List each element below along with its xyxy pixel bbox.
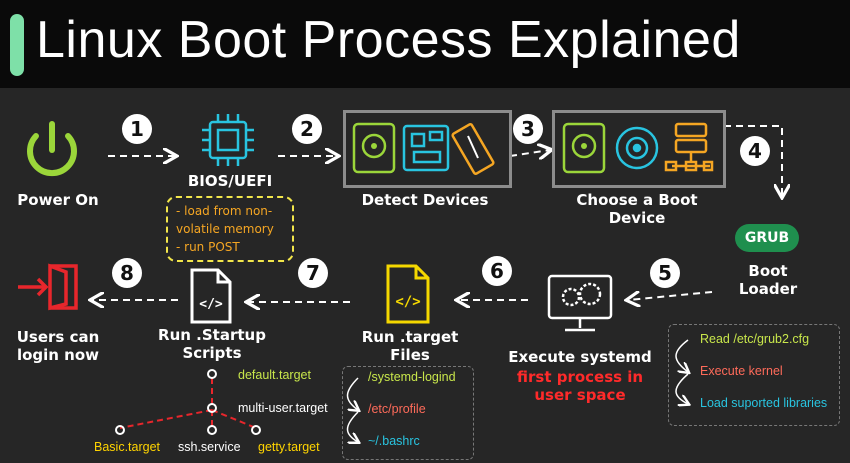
title-bar: Linux Boot Process Explained — [0, 0, 850, 88]
boot-loader-label: Boot Loader — [730, 262, 806, 298]
accent-bar — [10, 14, 24, 76]
users-line: Users can — [16, 328, 100, 346]
step-number-4: 4 — [740, 136, 770, 166]
ram-stick-icon — [451, 123, 495, 175]
grub-step: Load suported libraries — [700, 396, 828, 410]
run-target-line: Files — [390, 346, 430, 364]
power-on-label: Power On — [17, 191, 99, 209]
first-process-note: first process in user space — [505, 368, 655, 404]
users-can-login-label: Users can login now — [8, 328, 108, 364]
tree-ssh-service: ssh.service — [178, 440, 241, 454]
bios-label: BIOS/UEFI — [187, 172, 273, 190]
choose-boot-device-box — [552, 110, 726, 188]
step-number-1: 1 — [122, 114, 152, 144]
target-steps-panel — [342, 366, 474, 460]
boot-loader-line: Loader — [738, 280, 798, 298]
script-file-icon: </> — [190, 268, 232, 324]
hard-drive-icon — [352, 122, 396, 174]
bios-note-line: - load from non- — [176, 204, 273, 218]
grub-step: Read /etc/grub2.cfg — [700, 332, 810, 346]
choose-boot-device-label: Choose a Boot Device — [560, 191, 714, 227]
bios-note-line: - run POST — [176, 240, 240, 254]
devices-icon — [352, 122, 495, 175]
target-tree-nodes — [115, 369, 261, 435]
arrow-3 — [509, 150, 550, 156]
choose-boot-line: Choose a Boot — [576, 191, 698, 209]
boot-media-icon — [562, 122, 714, 174]
boot-loader-line: Boot — [748, 262, 788, 280]
page-title: Linux Boot Process Explained — [36, 11, 741, 69]
target-tree-edges — [119, 378, 257, 429]
detect-devices-box — [343, 110, 512, 188]
step-number-8: 8 — [112, 258, 142, 288]
svg-text:</>: </> — [395, 294, 420, 310]
step-number-5: 5 — [650, 258, 680, 288]
login-door-icon — [18, 263, 78, 311]
disk-drive-icon — [562, 122, 606, 174]
target-file-icon: </> — [386, 264, 430, 324]
step-number-7: 7 — [298, 258, 328, 288]
grub-steps-panel — [668, 324, 840, 426]
run-startup-line: Scripts — [182, 344, 242, 362]
step-number-6: 6 — [482, 256, 512, 286]
tree-default-target: default.target — [238, 368, 311, 382]
run-target-files-label: Run .target Files — [350, 328, 470, 364]
bios-notes: - load from non- volatile memory - run P… — [166, 196, 294, 262]
cd-icon — [615, 126, 659, 170]
tree-getty-target: getty.target — [258, 440, 320, 454]
target-step: ~/.bashrc — [368, 434, 420, 448]
motherboard-icon — [402, 124, 450, 172]
grub-icon: GRUB — [735, 224, 799, 252]
bios-note-line: volatile memory — [176, 222, 274, 236]
run-startup-scripts-label: Run .Startup Scripts — [150, 326, 274, 362]
power-icon — [27, 121, 77, 177]
tree-basic-target: Basic.target — [94, 440, 161, 454]
detect-devices-label: Detect Devices — [361, 191, 489, 209]
first-process-line: user space — [534, 386, 626, 404]
users-line: login now — [16, 346, 100, 364]
grub-step: Execute kernel — [700, 364, 783, 378]
tree-multi-user-target: multi-user.target — [238, 401, 328, 415]
step-number-2: 2 — [292, 114, 322, 144]
arrow-5 — [628, 292, 713, 300]
monitor-gears-icon — [547, 274, 613, 332]
choose-boot-line: Device — [608, 209, 666, 227]
target-step: /etc/profile — [368, 402, 426, 416]
chip-icon — [202, 114, 254, 166]
step-number-3: 3 — [513, 114, 543, 144]
svg-text:</>: </> — [199, 297, 223, 312]
network-server-icon — [664, 122, 714, 172]
first-process-line: first process in — [516, 368, 644, 386]
list-connectors — [346, 339, 689, 442]
run-target-line: Run .target — [361, 328, 459, 346]
run-startup-line: Run .Startup — [158, 326, 266, 344]
target-step: /systemd-logind — [368, 370, 456, 384]
execute-systemd-label: Execute systemd — [508, 348, 652, 366]
